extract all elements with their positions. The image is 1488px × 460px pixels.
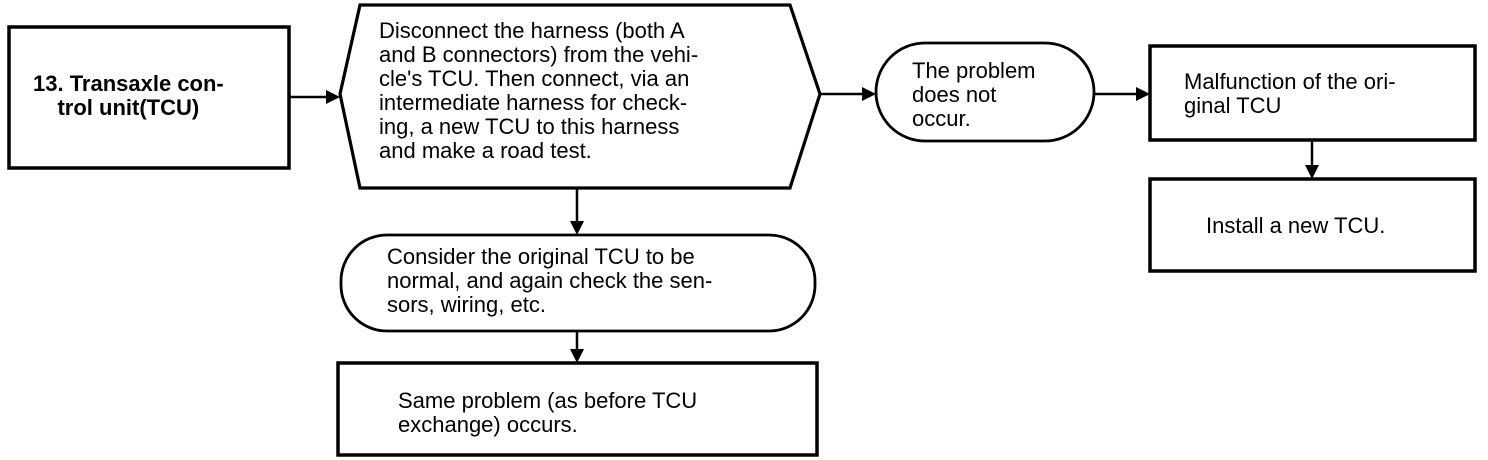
install-box [1148,177,1477,273]
tcu-step-box [7,25,291,170]
malfunction-label: Malfunction of the ori- ginal TCU [1184,69,1396,118]
same-problem-box [336,361,819,457]
same-problem-label: Same problem (as before TCU exchange) oc… [398,388,698,437]
install-label: Install a new TCU. [1206,213,1386,238]
no-problem-terminal-shape [874,41,1096,143]
arrow-decision-to-consider [570,188,584,235]
no-problem-label: The problem does not occur. [912,58,1036,131]
arrow-decision-to-no-problem [820,87,876,101]
arrow-consider-to-same-problem [570,331,584,363]
check-decision-shape [338,3,822,190]
malfunction-box [1148,44,1477,142]
arrow-no-problem-to-malfunction [1094,87,1150,101]
consider-normal-label: Consider the original TCU to be normal, … [387,244,713,317]
check-decision-label: Disconnect the harness (both A and B con… [379,18,699,163]
arrow-malfunction-to-install [1305,140,1319,179]
arrow-tcu-to-decision [289,90,340,104]
tcu-step-label: 13. Transaxle con- trol unit(TCU) [33,71,224,120]
